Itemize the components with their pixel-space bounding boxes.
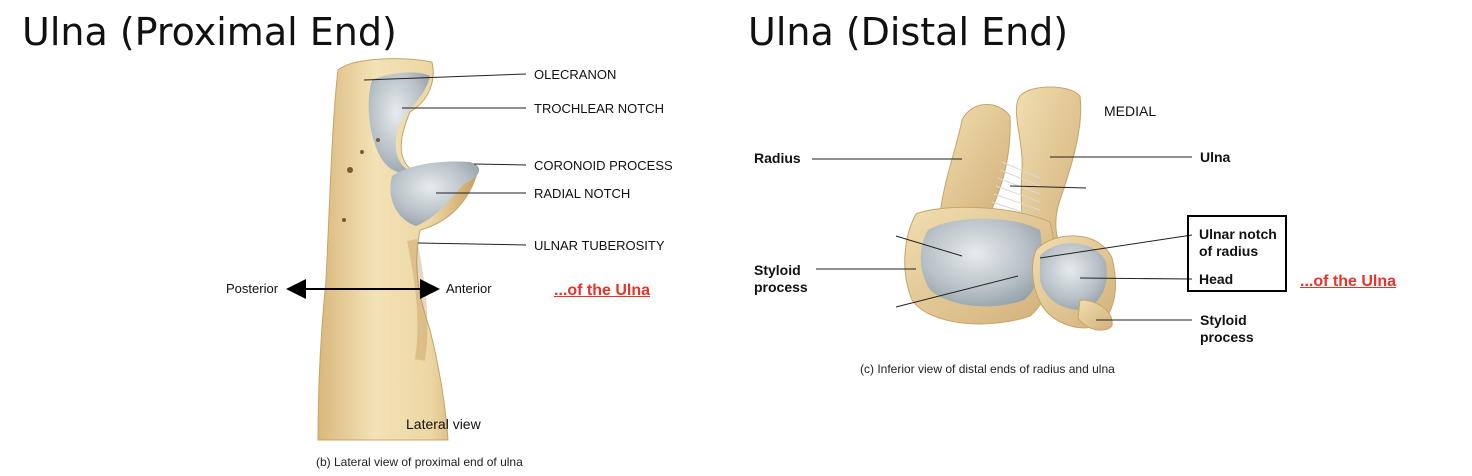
label-styloid-process-radius: Styloid process [754,262,808,296]
label-radius: Radius [754,150,801,166]
label-radial-notch: RADIAL NOTCH [534,186,631,201]
distal-radius-shaft [939,104,1011,215]
label-ulna: Ulna [1200,149,1231,165]
label-olecranon: OLECRANON [534,67,617,82]
label-lateral-view: Lateral view [406,416,481,432]
ulna-head-surface [1040,243,1107,310]
styloid-left-line2: process [754,279,808,295]
distal-radius-ulna-drawing [812,86,1287,331]
label-coronoid-process: CORONOID PROCESS [534,158,673,173]
label-styloid-process-ulna: Styloid process [1200,312,1254,346]
label-trochlear-notch: TROCHLEAR NOTCH [534,101,665,116]
label-ulnar-notch: Ulnar notch of radius [1199,226,1277,260]
label-medial: MEDIAL [1104,103,1157,119]
label-head: Head [1199,271,1234,287]
ulnar-notch-line1: Ulnar notch [1199,226,1277,242]
label-anterior: Anterior [446,281,492,296]
label-ulnar-tuberosity: ULNAR TUBEROSITY [534,238,665,253]
title-distal: Ulna (Distal End) [748,10,1069,54]
label-posterior: Posterior [226,281,279,296]
caption-proximal: (b) Lateral view of proximal end of ulna [316,455,523,469]
ulnar-notch-line2: of radius [1199,243,1259,259]
trochlear-notch-surface [368,72,430,174]
title-proximal: Ulna (Proximal End) [22,10,397,54]
proximal-ulna-drawing [286,58,527,441]
styloid-left-line1: Styloid [754,262,801,278]
of-the-ulna-distal: ...of the Ulna [1300,273,1396,290]
radius-articular-surface [920,218,1043,307]
radial-notch-surface [390,161,480,226]
styloid-right-line1: Styloid [1200,312,1247,328]
styloid-right-line2: process [1200,329,1254,345]
of-the-ulna-proximal: ...of the Ulna [554,282,650,299]
caption-distal: (c) Inferior view of distal ends of radi… [860,362,1115,376]
label-box [1187,215,1287,292]
